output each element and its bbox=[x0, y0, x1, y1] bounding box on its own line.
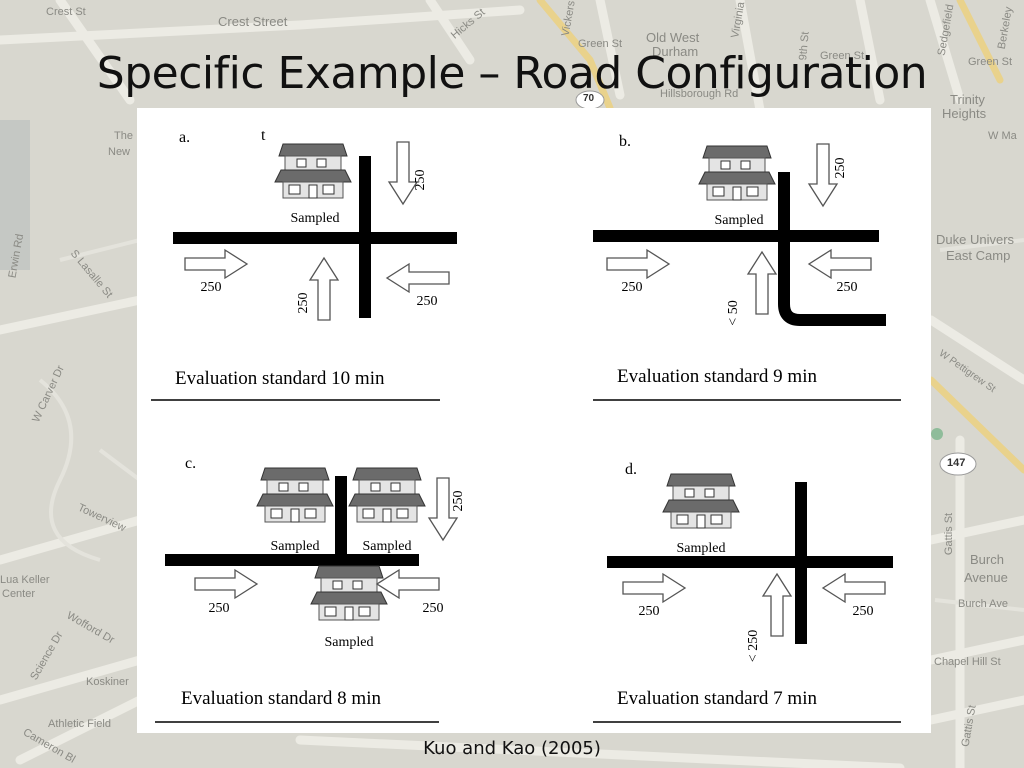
flow-label-top: 250 bbox=[413, 170, 428, 191]
map-label: Crest St bbox=[46, 6, 86, 18]
road-horizontal bbox=[607, 556, 893, 568]
flow-label-left: 250 bbox=[639, 604, 660, 619]
map-label: Durham bbox=[652, 44, 699, 59]
road-horizontal bbox=[173, 232, 457, 244]
map-label: Old West bbox=[646, 30, 700, 45]
arrow-left-icon bbox=[808, 249, 872, 279]
map-label: Lua Keller bbox=[0, 574, 50, 586]
flow-label-left: 250 bbox=[209, 601, 230, 616]
road-vertical bbox=[335, 476, 347, 566]
panel-a-mark: t bbox=[261, 127, 266, 144]
map-label: Burch bbox=[970, 552, 1004, 567]
flow-label-right: 250 bbox=[423, 601, 444, 616]
panel-b-letter: b. bbox=[619, 133, 631, 150]
map-label: Green St bbox=[820, 50, 865, 62]
arrow-left-icon bbox=[386, 263, 450, 293]
road-horizontal bbox=[165, 554, 419, 566]
map-label: Center bbox=[2, 588, 36, 600]
map-label: Duke Univers bbox=[936, 232, 1015, 247]
arrow-up-icon bbox=[762, 573, 792, 637]
map-label: East Camp bbox=[946, 248, 1011, 263]
flow-label-bottom: < 50 bbox=[726, 300, 741, 325]
panel-a-letter: a. bbox=[179, 129, 190, 146]
route-shield-147: 147 bbox=[947, 457, 966, 469]
panel-d: d. Sampled 250 < 250 250 Evaluation stan… bbox=[593, 461, 901, 723]
panel-b: b. Sampled 250 250 < 50 250 Evaluation s… bbox=[593, 133, 901, 401]
road-vertical bbox=[795, 482, 807, 644]
flow-label-bottom: < 250 bbox=[746, 630, 761, 662]
road-horizontal bbox=[593, 230, 879, 242]
map-label: W Ma bbox=[988, 130, 1017, 142]
evaluation-standard: Evaluation standard 10 min bbox=[175, 368, 385, 389]
sampled-label: Sampled bbox=[677, 541, 726, 556]
map-label: Crest Street bbox=[218, 14, 288, 29]
flow-label-top: 250 bbox=[833, 158, 848, 179]
sampled-label: Sampled bbox=[291, 211, 340, 226]
flow-label-left: 250 bbox=[201, 280, 222, 295]
panel-c-letter: c. bbox=[185, 455, 196, 472]
map-label: Heights bbox=[942, 106, 987, 121]
panel-d-letter: d. bbox=[625, 461, 637, 478]
evaluation-standard: Evaluation standard 7 min bbox=[617, 688, 817, 709]
map-label: Hillsborough Rd bbox=[660, 88, 739, 100]
map-label: Athletic Field bbox=[48, 718, 111, 730]
house-icon bbox=[310, 565, 388, 621]
flow-label-right: 250 bbox=[417, 294, 438, 309]
slide-title: Specific Example – Road Configuration bbox=[96, 48, 928, 99]
flow-label-left: 250 bbox=[622, 280, 643, 295]
arrow-right-icon bbox=[606, 249, 670, 279]
flow-label-top: 250 bbox=[451, 491, 466, 512]
arrow-right-icon bbox=[622, 573, 686, 603]
panel-c: c. Sampled Sampled Sampled 250 250 250 E… bbox=[155, 455, 466, 723]
road-configuration-figure: a. t Sampled 250 250 250 250 Evaluation … bbox=[151, 127, 901, 723]
house-icon bbox=[348, 467, 426, 523]
evaluation-standard: Evaluation standard 8 min bbox=[181, 688, 381, 709]
route-shield-70: 70 bbox=[583, 93, 595, 104]
map-label: Burch Ave bbox=[958, 598, 1008, 610]
road-bend bbox=[778, 172, 886, 326]
arrow-right-icon bbox=[184, 249, 248, 279]
house-icon bbox=[274, 143, 352, 199]
map-label: Avenue bbox=[964, 570, 1008, 585]
flow-label-bottom: 250 bbox=[296, 293, 311, 314]
arrow-up-icon bbox=[309, 257, 339, 321]
sampled-label: Sampled bbox=[363, 539, 412, 554]
map-label: The bbox=[114, 130, 133, 142]
flow-label-right: 250 bbox=[837, 280, 858, 295]
map-label: New bbox=[108, 146, 131, 158]
arrow-up-icon bbox=[747, 251, 777, 315]
house-icon bbox=[662, 473, 740, 529]
sampled-label: Sampled bbox=[271, 539, 320, 554]
arrow-left-icon bbox=[822, 573, 886, 603]
map-label: Chapel Hill St bbox=[934, 656, 1001, 668]
house-icon bbox=[256, 467, 334, 523]
sampled-label: Sampled bbox=[325, 635, 374, 650]
arrow-left-icon bbox=[376, 569, 440, 599]
road-vertical bbox=[359, 156, 371, 318]
house-icon bbox=[698, 145, 776, 201]
map-label: Trinity bbox=[950, 92, 985, 107]
map-label: Green St bbox=[968, 56, 1013, 68]
panel-a: a. t Sampled 250 250 250 250 Evaluation … bbox=[151, 127, 457, 401]
arrow-right-icon bbox=[194, 569, 258, 599]
map-label: Koskiner bbox=[86, 676, 129, 688]
figure-caption: Kuo and Kao (2005) bbox=[423, 738, 601, 759]
map-label: Green St bbox=[578, 38, 623, 50]
evaluation-standard: Evaluation standard 9 min bbox=[617, 366, 817, 387]
map-label: Gattis St bbox=[943, 512, 956, 556]
flow-label-right: 250 bbox=[853, 604, 874, 619]
sampled-label: Sampled bbox=[715, 213, 764, 228]
figure-panel: a. t Sampled 250 250 250 250 Evaluation … bbox=[137, 108, 931, 733]
